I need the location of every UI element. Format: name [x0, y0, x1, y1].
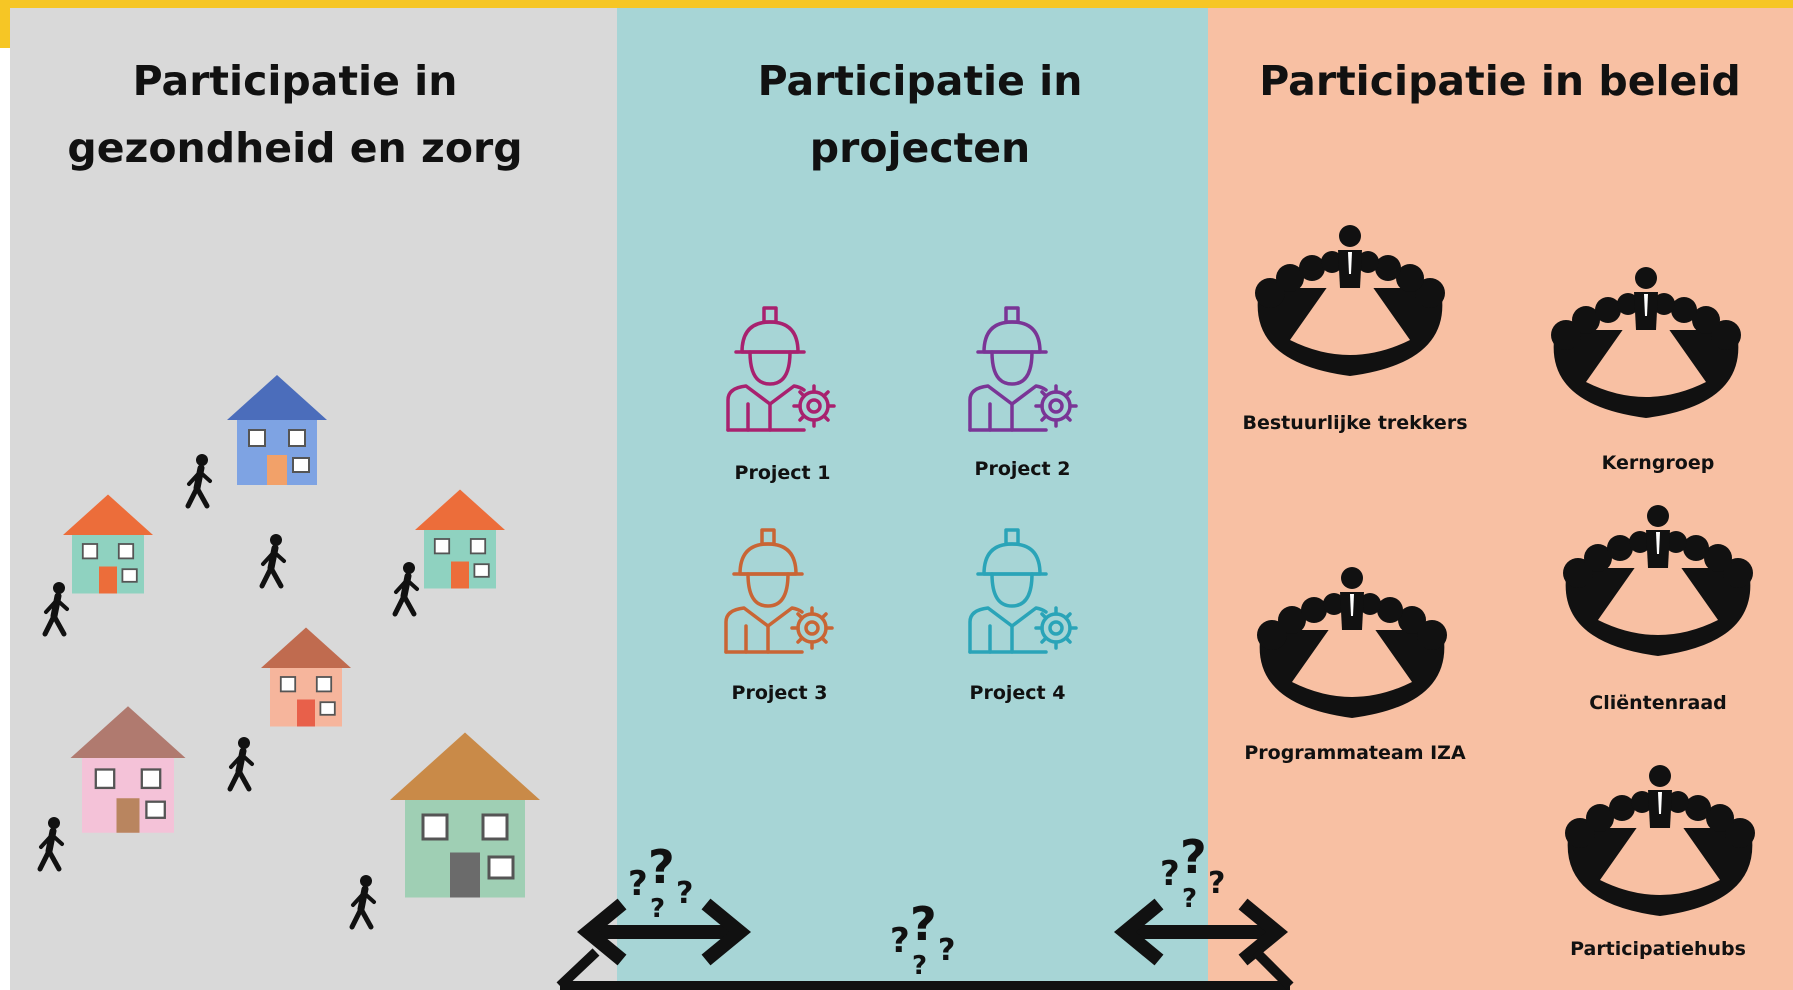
group-clientenraad-label: Cliëntenraad — [1589, 692, 1727, 714]
worker-gear-icon — [968, 306, 1078, 432]
house-icon — [414, 488, 506, 590]
walking-person-icon — [230, 737, 252, 789]
walking-person-icon — [352, 875, 374, 927]
project-1-label: Project 1 — [734, 462, 831, 484]
project-3-label: Project 3 — [731, 682, 828, 704]
worker-gear-icon — [968, 528, 1078, 654]
group-programmateam-iza-label: Programmateam IZA — [1244, 742, 1466, 764]
meeting-table-icon — [1565, 765, 1755, 916]
meeting-table-icon — [1563, 505, 1753, 656]
house-icon — [69, 705, 187, 834]
walking-person-icon — [40, 817, 62, 869]
question-marks-icon — [890, 897, 956, 981]
title-projects-line2: projecten — [809, 124, 1031, 172]
house-icon — [388, 731, 542, 899]
project-4-label: Project 4 — [969, 682, 1066, 704]
bottom-connector-line — [556, 948, 1294, 990]
worker-gear-icon — [726, 306, 836, 432]
panel-projects — [617, 8, 1208, 990]
top-accent-bar — [0, 0, 1793, 8]
project-2-label: Project 2 — [974, 458, 1071, 480]
group-bestuurlijke-trekkers-label: Bestuurlijke trekkers — [1242, 412, 1468, 434]
question-marks-icon — [628, 840, 694, 924]
house-icon — [226, 374, 328, 486]
question-marks-icon — [1160, 830, 1226, 914]
title-projects: Participatie in projecten — [680, 48, 1160, 182]
meeting-table-icon — [1257, 567, 1447, 718]
panel-policy — [1208, 8, 1793, 990]
meeting-table-icon — [1255, 225, 1445, 376]
title-policy-line1: Participatie in beleid — [1259, 57, 1741, 105]
left-accent-bar — [0, 0, 10, 48]
walking-person-icon — [262, 534, 284, 586]
house-icon — [260, 626, 352, 728]
walking-person-icon — [188, 454, 210, 506]
worker-gear-icon — [724, 528, 834, 654]
meeting-table-icon — [1551, 267, 1741, 418]
title-projects-line1: Participatie in — [757, 57, 1083, 105]
walking-person-icon — [395, 562, 417, 614]
house-icon — [62, 493, 154, 595]
group-kerngroep-label: Kerngroep — [1601, 452, 1715, 474]
title-health-care-line2: gezondheid en zorg — [67, 124, 523, 172]
title-health-care-line1: Participatie in — [132, 57, 458, 105]
title-policy: Participatie in beleid — [1240, 48, 1760, 115]
group-participatiehubs-label: Participatiehubs — [1570, 938, 1746, 960]
double-arrow-icon — [1125, 904, 1277, 960]
title-health-care: Participatie in gezondheid en zorg — [40, 48, 550, 182]
walking-person-icon — [45, 582, 67, 634]
